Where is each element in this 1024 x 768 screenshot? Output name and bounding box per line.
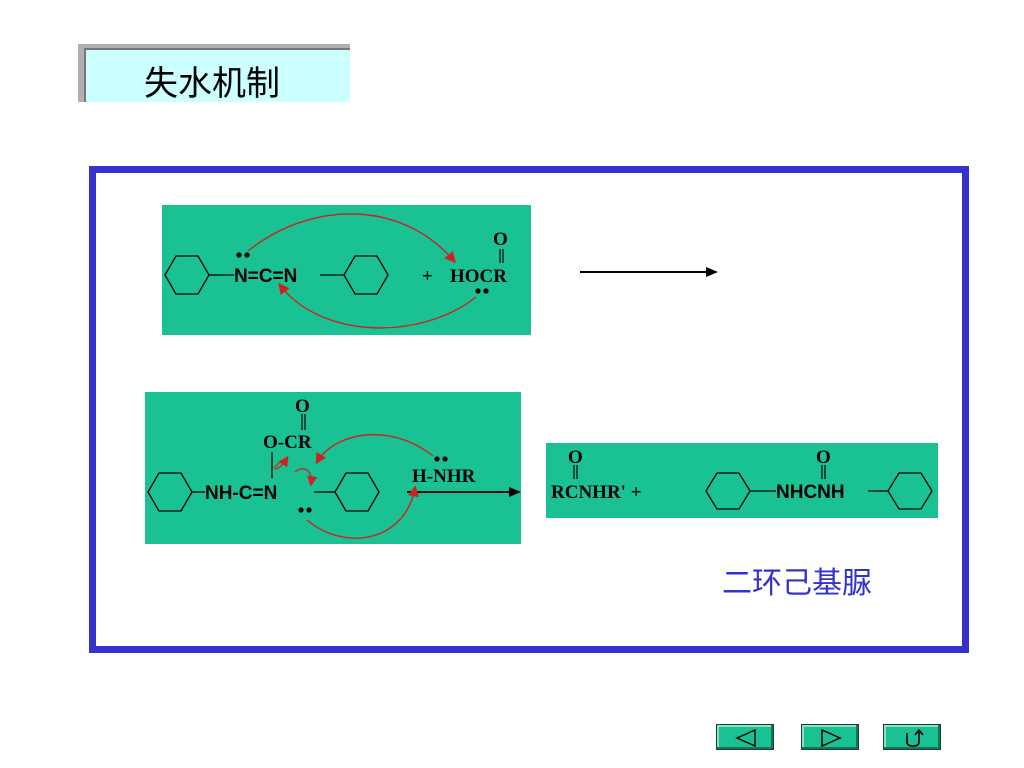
amide-oxygen: O <box>568 447 583 468</box>
product-name-label: 二环己基脲 <box>722 566 872 601</box>
cyclohexane-right-ring <box>887 472 933 510</box>
reaction1-arrow <box>580 267 718 277</box>
cyclohexane-right-ring <box>334 472 380 512</box>
plus-sign: + <box>422 266 433 287</box>
acid-text: HOCR <box>450 266 507 287</box>
return-icon <box>906 728 924 747</box>
reaction2-panel: NH-C=N O-CR O H-NHR <box>145 392 521 544</box>
reaction1-svg: N=C=N + HOCR O <box>164 213 508 329</box>
curved-arrow-bottom <box>278 282 477 329</box>
reaction1-panel: N=C=N + HOCR O <box>162 205 531 335</box>
reagent-text: H-NHR <box>412 466 476 487</box>
return-button[interactable] <box>883 724 941 750</box>
curved-arrow-top <box>247 213 456 264</box>
products-svg: O RCNHR' + NHCNH O <box>551 447 933 510</box>
curved-arrow-top <box>315 433 434 465</box>
lone-pair-dot <box>236 252 242 258</box>
curved-arrow-bottom <box>306 485 419 539</box>
title-box: 失水机制 <box>78 44 350 104</box>
curved-arrow-small-left <box>274 455 289 470</box>
lone-pair-dot <box>298 507 304 513</box>
lone-pair-dot <box>475 288 481 294</box>
curved-arrow-small-right <box>294 468 318 487</box>
prev-icon <box>735 728 756 748</box>
acid-oxygen: O <box>493 229 508 250</box>
carbodiimide-text: N=C=N <box>234 266 297 287</box>
lone-pair-dot <box>442 456 448 462</box>
reaction2-svg: NH-C=N O-CR O H-NHR <box>147 396 521 539</box>
ester-text: O-CR <box>263 432 312 453</box>
top-oxygen: O <box>295 396 310 417</box>
backbone-text: NH-C=N <box>205 483 277 504</box>
urea-oxygen: O <box>816 447 831 468</box>
cyclohexane-left-ring <box>705 472 751 510</box>
page-title: 失水机制 <box>144 64 280 104</box>
urea-text: NHCNH <box>776 482 845 503</box>
cyclohexane-left-ring <box>164 255 210 295</box>
lone-pair-dot <box>306 507 312 513</box>
cyclohexane-right-ring <box>343 255 389 295</box>
cyclohexane-left-ring <box>147 472 193 512</box>
lone-pair-dot <box>483 288 489 294</box>
reaction2-arrow-head <box>509 487 521 497</box>
next-button[interactable] <box>801 724 859 750</box>
products-panel: O RCNHR' + NHCNH O <box>546 443 938 518</box>
lone-pair-dot <box>244 252 250 258</box>
lone-pair-dot <box>434 456 440 462</box>
next-icon <box>821 728 842 748</box>
prev-button[interactable] <box>716 724 774 750</box>
amide-text: RCNHR' + <box>551 482 642 503</box>
